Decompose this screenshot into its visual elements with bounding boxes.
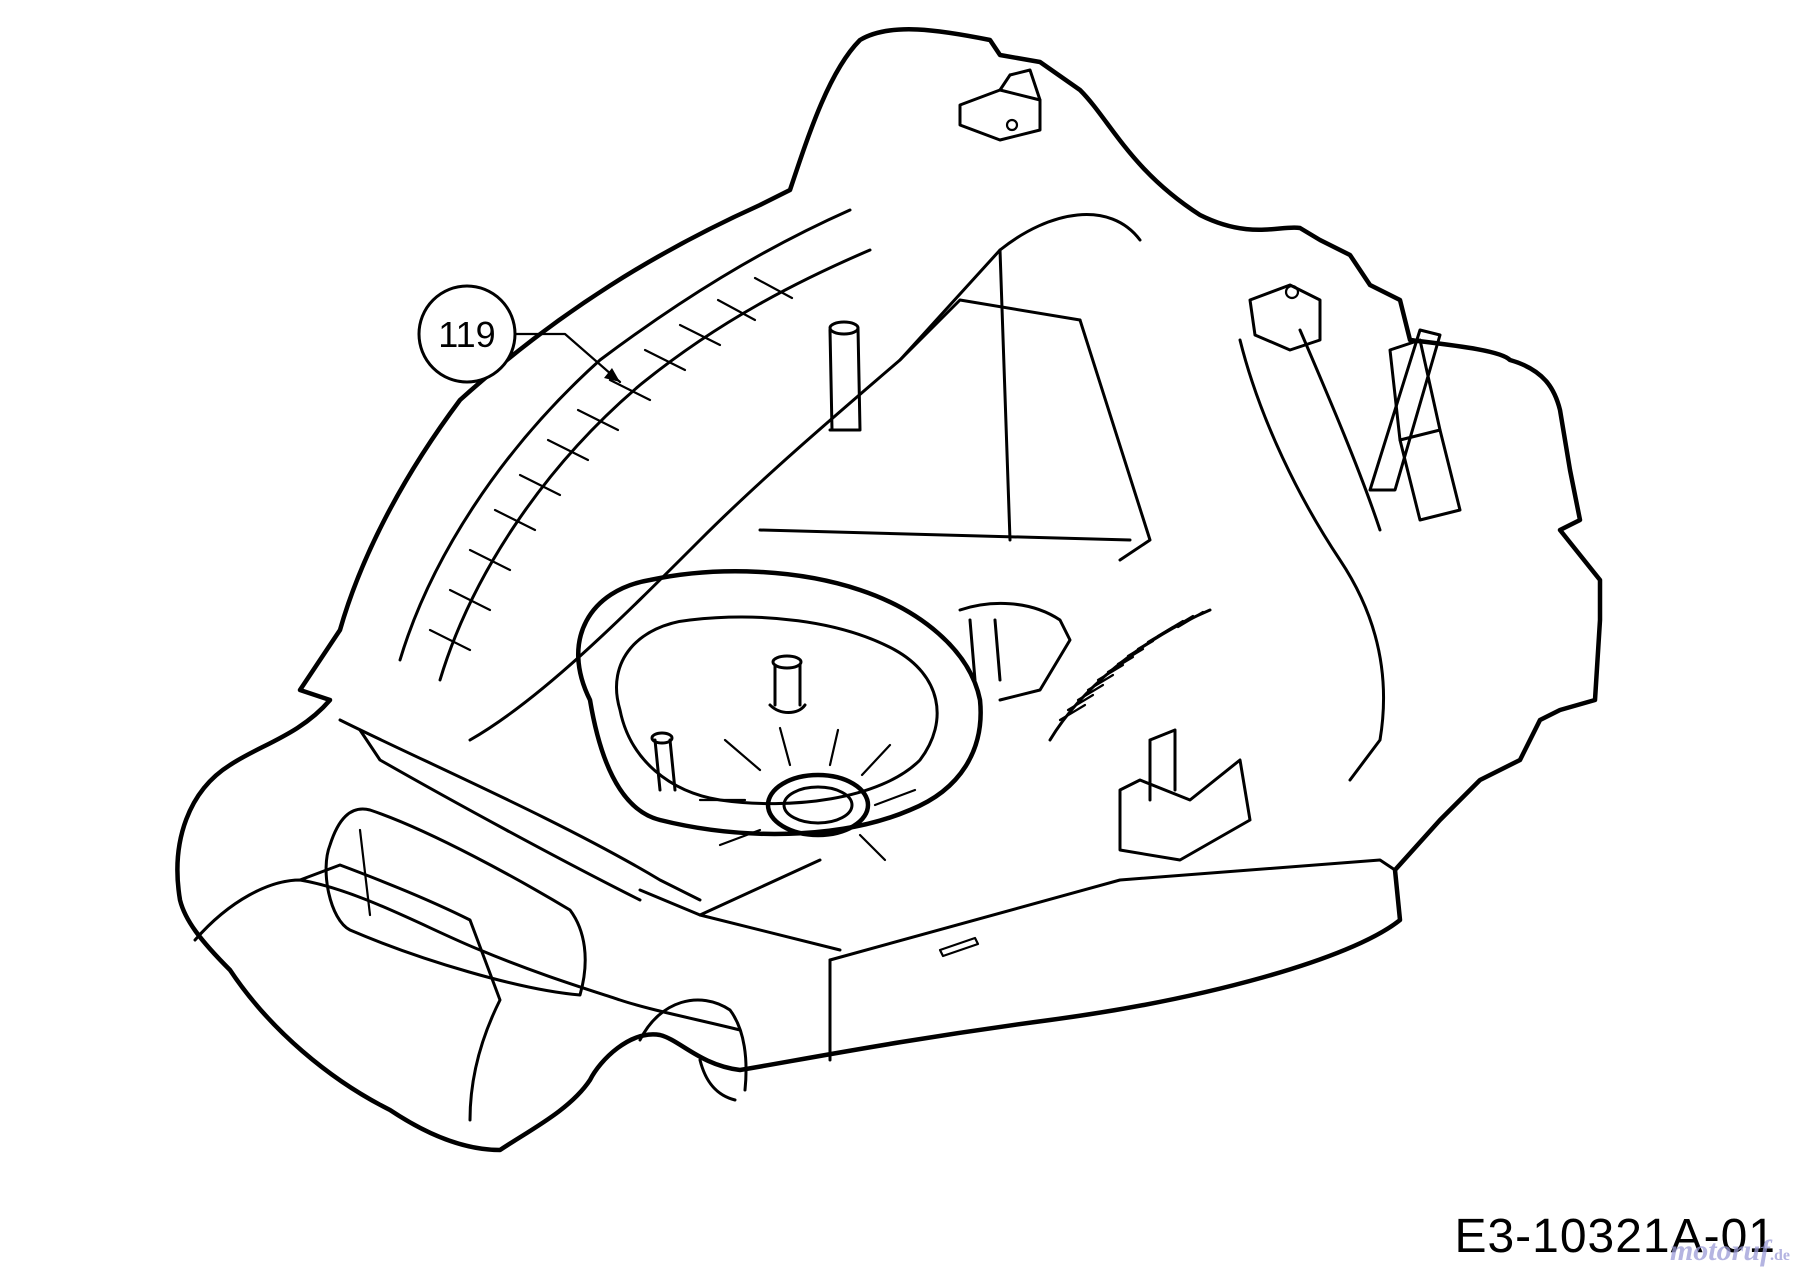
motor-bracket-post (968, 618, 1002, 682)
deck-outer-outline (175, 27, 1603, 1153)
motor-chamber-outer (576, 569, 983, 837)
right-rear-bracket-hole (1284, 284, 1300, 300)
rear-lower-deck (828, 858, 1397, 962)
motor-shaft-opening (765, 772, 871, 838)
callout-leader-line (513, 332, 622, 384)
right-handle-mount-face (1398, 428, 1462, 522)
interior-floor-line (758, 528, 1132, 542)
right-handle-bar (1368, 328, 1442, 492)
front-deck-divider-2 (698, 913, 842, 952)
mounting-post-top (828, 320, 860, 336)
motor-boss-center-top (771, 654, 803, 670)
motor-radial-ribs (698, 726, 917, 862)
motor-boss-left-top (650, 731, 674, 745)
motor-boss-left (653, 738, 677, 792)
watermark: motoruf.de (1670, 1234, 1790, 1268)
mounting-post (828, 326, 862, 432)
motor-chamber-inner (615, 615, 939, 806)
right-side-wall (1238, 338, 1386, 782)
left-vent-ribs (428, 276, 794, 652)
rear-wheel-arch-inner (698, 1058, 737, 1102)
motor-bracket (958, 602, 1072, 702)
front-panel-top (358, 728, 642, 902)
right-side-inner (1298, 328, 1382, 532)
rear-deck-slot (938, 936, 980, 958)
front-window-inner (358, 828, 372, 917)
motor-boss-center (768, 663, 807, 714)
interior-floor-edge (468, 298, 1082, 742)
rear-wheel-arch (638, 998, 748, 1092)
clip-rear-right (1118, 758, 1252, 862)
left-side-outer-rail (398, 208, 852, 662)
front-window (324, 807, 587, 997)
drawing-code: E3-10321A-01 (1454, 1210, 1776, 1263)
rear-top-bracket-hole (1005, 118, 1019, 132)
right-rear-bracket (1248, 283, 1322, 352)
interior-back-wall (1078, 318, 1152, 562)
front-bumper-line (298, 863, 502, 1122)
watermark-brand: motoruf (1669, 1234, 1770, 1267)
part-callout-119: 119 (417, 284, 622, 384)
front-panel-edge (338, 718, 702, 902)
motor-shaft-opening-inner (782, 785, 854, 825)
clip-rear-right-tab (1148, 728, 1177, 802)
callout-number: 119 (438, 314, 495, 355)
callout-arrowhead (604, 368, 620, 382)
fin-arc-outer (1048, 608, 1212, 742)
interior-wall-top (898, 213, 1142, 362)
watermark-domain: .de (1770, 1247, 1790, 1264)
rear-top-bracket-tab (998, 68, 1042, 102)
interior-center-ridge (998, 248, 1012, 542)
